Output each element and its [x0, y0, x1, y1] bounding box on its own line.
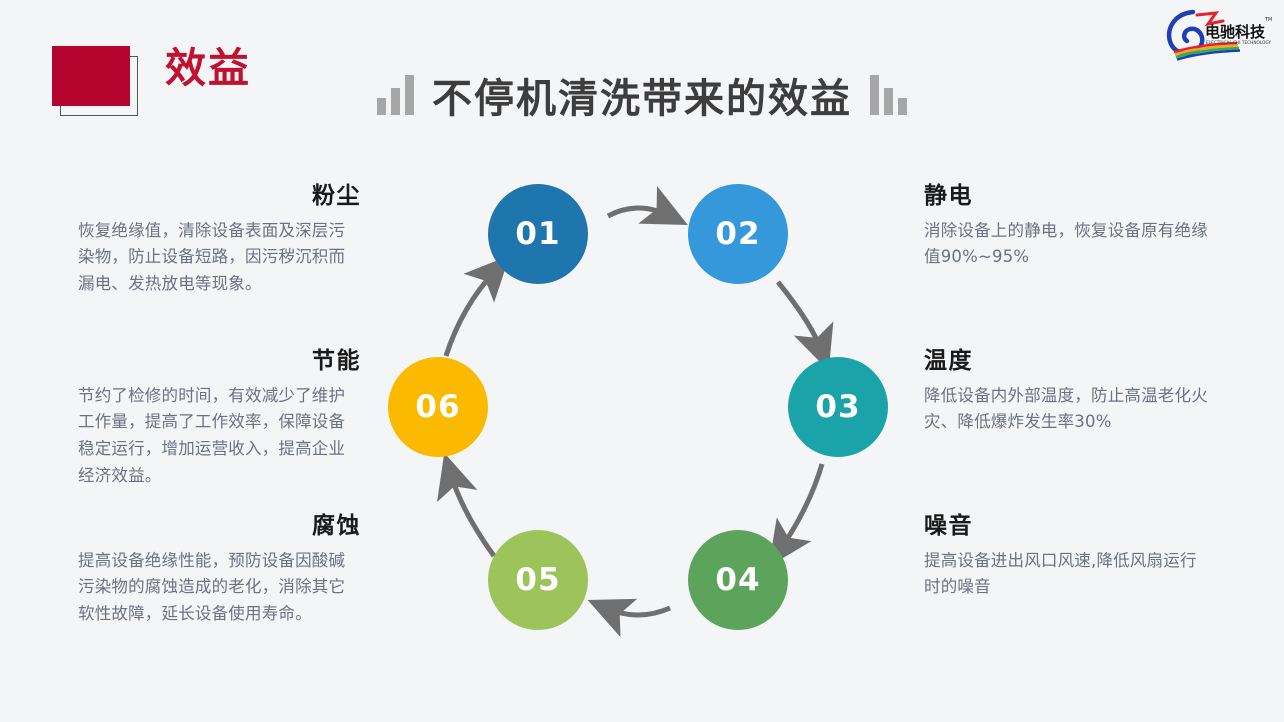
- page-title: 不停机清洗带来的效益: [432, 76, 852, 122]
- cycle-arrows: [437, 186, 834, 638]
- benefit-body-dust: 恢复绝缘值，清除设备表面及深层污染物，防止设备短路，因污秽沉积而漏电、发热放电等…: [78, 220, 346, 294]
- cycle-node-05-label: 05: [515, 562, 561, 598]
- benefit-block-corrosion: 腐蚀 提高设备绝缘性能，预防设备因酸碱污染物的腐蚀造成的老化，消除其它软性故障，…: [78, 513, 361, 628]
- cycle-node-05[interactable]: 05: [488, 530, 588, 630]
- benefit-title-energy-saving: 节能: [312, 348, 361, 374]
- benefit-body-energy-saving: 节约了检修的时间，有效减少了维护工作量，提高了工作效率，保障设备稳定运行，增加运…: [78, 385, 346, 485]
- benefit-title-dust: 粉尘: [312, 183, 361, 209]
- benefit-body-corrosion: 提高设备绝缘性能，预防设备因酸碱污染物的腐蚀造成的老化，消除其它软性故障，延长设…: [78, 550, 346, 624]
- benefit-title-static-electricity: 静电: [924, 183, 973, 209]
- cycle-node-06[interactable]: 06: [388, 357, 488, 457]
- kicker-red-box: [52, 46, 130, 106]
- kicker-label: 效益: [165, 44, 251, 92]
- benefit-body-noise: 提高设备进出风口风速,降低风扇运行时的噪音: [924, 550, 1197, 597]
- benefit-block-dust: 粉尘 恢复绝缘值，清除设备表面及深层污染物，防止设备短路，因污秽沉积而漏电、发热…: [78, 183, 361, 298]
- kicker-group: 效益: [52, 42, 312, 122]
- benefit-body-static-electricity: 消除设备上的静电，恢复设备原有绝缘值90%~95%: [924, 220, 1208, 267]
- cycle-node-01-label: 01: [515, 216, 561, 252]
- svg-text:ELECTRICAL CHI TECHNOLOGY: ELECTRICAL CHI TECHNOLOGY: [1206, 40, 1271, 46]
- cycle-node-06-label: 06: [415, 389, 461, 425]
- bar-chart-decoration-left-icon: [377, 75, 414, 115]
- benefit-title-corrosion: 腐蚀: [312, 513, 361, 539]
- cycle-node-02[interactable]: 02: [688, 184, 788, 284]
- benefit-title-noise: 噪音: [924, 513, 973, 539]
- cycle-node-03[interactable]: 03: [788, 357, 888, 457]
- title-row: 不停机清洗带来的效益: [0, 66, 1284, 124]
- benefit-block-static-electricity: 静电 消除设备上的静电，恢复设备原有绝缘值90%~95%: [924, 183, 1209, 271]
- cycle-node-03-label: 03: [815, 389, 861, 425]
- benefit-block-noise: 噪音 提高设备进出风口风速,降低风扇运行时的噪音: [924, 513, 1209, 601]
- cycle-node-02-label: 02: [715, 216, 761, 252]
- cycle-node-01[interactable]: 01: [488, 184, 588, 284]
- company-logo: 电驰科技 ELECTRICAL CHI TECHNOLOGY TM: [1162, 4, 1274, 62]
- benefit-block-temperature: 温度 降低设备内外部温度，防止高温老化火灾、降低爆炸发生率30%: [924, 348, 1209, 436]
- benefit-block-energy-saving: 节能 节约了检修的时间，有效减少了维护工作量，提高了工作效率，保障设备稳定运行，…: [78, 348, 361, 489]
- svg-text:TM: TM: [1264, 17, 1272, 23]
- svg-text:电驰科技: 电驰科技: [1205, 23, 1266, 41]
- benefit-body-temperature: 降低设备内外部温度，防止高温老化火灾、降低爆炸发生率30%: [924, 385, 1208, 432]
- bar-chart-decoration-right-icon: [870, 75, 907, 115]
- cycle-diagram: 01 02 03 04 05 06: [370, 160, 890, 680]
- cycle-node-04-label: 04: [715, 562, 761, 598]
- cycle-node-04[interactable]: 04: [688, 530, 788, 630]
- benefit-title-temperature: 温度: [924, 348, 973, 374]
